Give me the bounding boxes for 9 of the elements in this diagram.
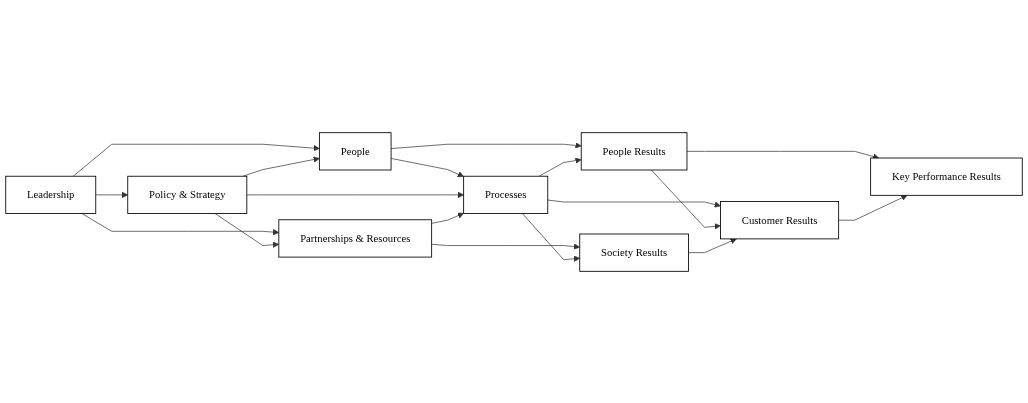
node-box: Policy & Strategy — [127, 175, 248, 214]
node-box: Leadership — [5, 175, 97, 214]
node-box: People — [318, 131, 392, 170]
node-box: Processes — [463, 175, 549, 214]
node-box: Customer Results — [720, 200, 840, 239]
node-box: Partnerships & Resources — [278, 218, 433, 257]
node-box: People Results — [580, 131, 688, 170]
node-box: Key Performance Results — [870, 157, 1023, 196]
node-box: Society Results — [579, 233, 689, 272]
